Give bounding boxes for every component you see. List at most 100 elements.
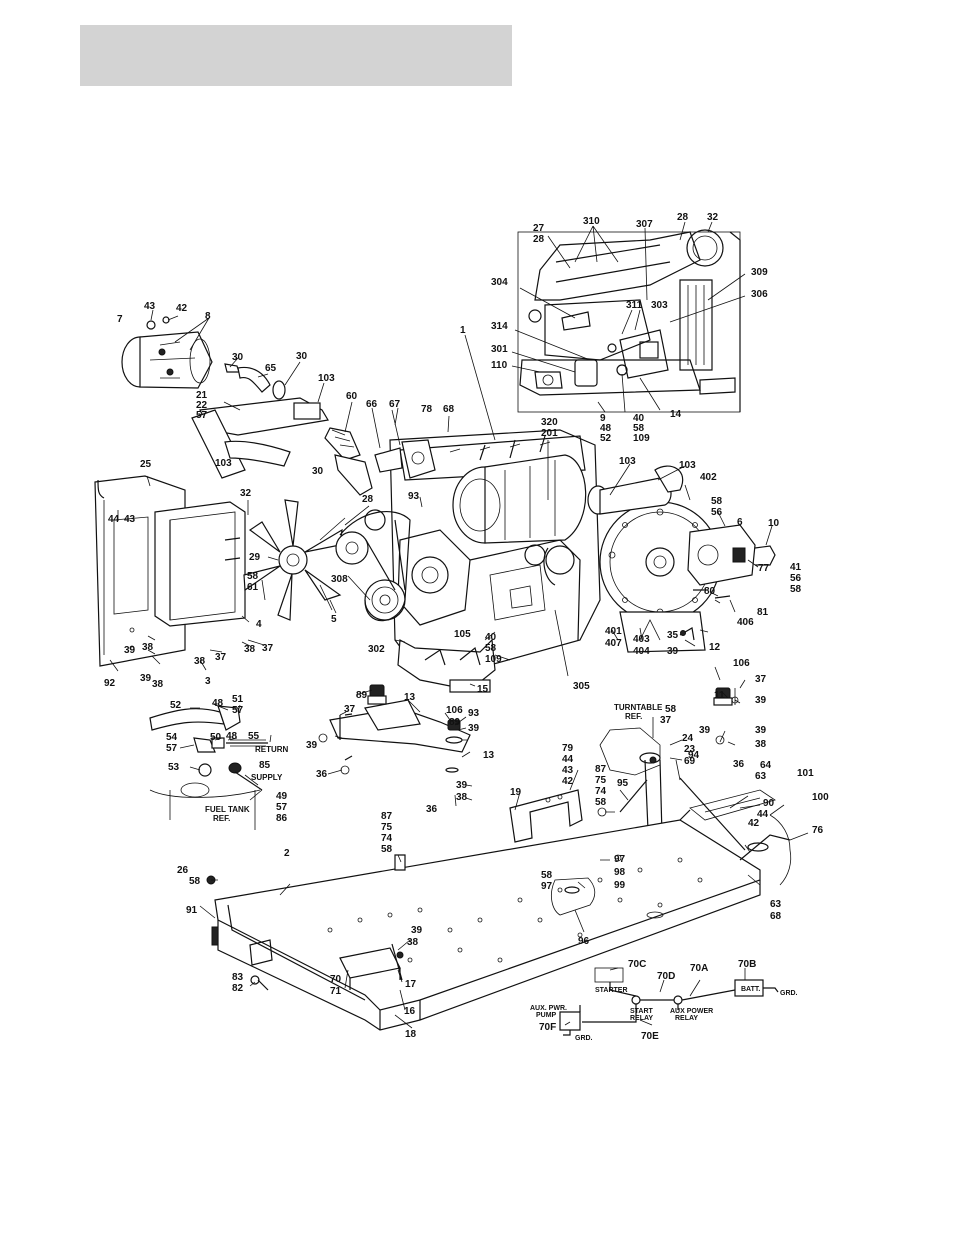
callout-67: 67 bbox=[389, 399, 401, 410]
callout-78: 78 bbox=[421, 404, 433, 415]
callout-103-a: 103 bbox=[318, 373, 335, 384]
callout-13-b: 13 bbox=[483, 750, 495, 761]
engine-block bbox=[335, 429, 601, 693]
turntable-ref bbox=[599, 727, 663, 836]
callout-55: 55 bbox=[248, 731, 260, 742]
callout-96: 96 bbox=[578, 936, 590, 947]
callout-70c: 70C bbox=[628, 959, 646, 970]
callout-52: 52 bbox=[170, 700, 182, 711]
callout-37-a: 37 bbox=[262, 643, 274, 654]
callout-39-d: 39 bbox=[755, 695, 767, 706]
callout-101: 101 bbox=[797, 768, 814, 779]
callout-38-e: 38 bbox=[755, 739, 767, 750]
callout-92: 92 bbox=[104, 678, 116, 689]
callout-39-c: 39 bbox=[140, 673, 152, 684]
batt-label: BATT. bbox=[741, 986, 760, 993]
callout-11: 11 bbox=[714, 690, 725, 701]
callout-314: 314 bbox=[491, 321, 508, 332]
start-relay-label-2: RELAY bbox=[630, 1015, 653, 1022]
callout-25: 25 bbox=[140, 459, 152, 470]
callout-13-a: 13 bbox=[404, 692, 416, 703]
callout-29: 29 bbox=[249, 552, 261, 563]
callout-42: 42 bbox=[176, 303, 188, 314]
callout-93-a: 93 bbox=[408, 491, 420, 502]
callout-308: 308 bbox=[331, 574, 348, 585]
turntable-ref-label: TURNTABLE bbox=[614, 703, 663, 712]
callout-93-b: 93 bbox=[468, 708, 480, 719]
callout-39-g: 39 bbox=[699, 725, 711, 736]
starter-label: STARTER bbox=[595, 987, 628, 994]
engine-mounts bbox=[318, 684, 739, 775]
callout-38-b: 38 bbox=[194, 656, 206, 667]
callout-77: 77 bbox=[758, 563, 770, 574]
callout-103-b: 103 bbox=[215, 458, 232, 469]
wiring-schematic bbox=[559, 967, 779, 1036]
callout-39-f: 39 bbox=[306, 740, 318, 751]
callout-28-inset: 28 bbox=[677, 212, 689, 223]
callout-66: 66 bbox=[366, 399, 378, 410]
callout-76: 76 bbox=[812, 825, 824, 836]
callout-37-b: 37 bbox=[215, 652, 227, 663]
callout-106-b: 106 bbox=[446, 705, 463, 716]
return-label: RETURN bbox=[255, 745, 289, 754]
callout-10: 10 bbox=[768, 518, 780, 529]
callout-16: 16 bbox=[404, 1006, 416, 1017]
callout-406: 406 bbox=[737, 617, 754, 628]
callout-19: 19 bbox=[510, 787, 522, 798]
callout-28: 28 bbox=[362, 494, 374, 505]
callout-85: 85 bbox=[259, 760, 271, 771]
callout-310: 310 bbox=[583, 216, 600, 227]
callout-304: 304 bbox=[491, 277, 508, 288]
callout-70f: 70F bbox=[539, 1022, 556, 1033]
callout-103-c: 103 bbox=[619, 456, 636, 467]
callout-37-c: 37 bbox=[344, 704, 356, 715]
callout-30-b: 30 bbox=[296, 351, 308, 362]
callout-81: 81 bbox=[757, 607, 769, 618]
callout-58: 58 bbox=[189, 876, 201, 887]
callout-68: 68 bbox=[443, 404, 455, 415]
air-cleaner bbox=[121, 316, 373, 496]
callout-30-a: 30 bbox=[232, 352, 244, 363]
callout-39-e: 39 bbox=[468, 723, 480, 734]
callout-36-b: 36 bbox=[316, 769, 328, 780]
callout-70a: 70A bbox=[690, 963, 708, 974]
callout-6: 6 bbox=[737, 517, 743, 528]
callout-303: 303 bbox=[651, 300, 668, 311]
callout-100: 100 bbox=[812, 792, 829, 803]
callout-309: 309 bbox=[751, 267, 768, 278]
ground-label-left: GRD. bbox=[575, 1035, 593, 1042]
callout-307: 307 bbox=[636, 219, 653, 230]
fuel-tank-ref-label-2: REF. bbox=[213, 814, 230, 823]
callout-14: 14 bbox=[670, 409, 682, 420]
base-frame bbox=[206, 777, 792, 1031]
flywheel-housing bbox=[587, 465, 776, 653]
callout-38-c: 38 bbox=[244, 644, 256, 655]
callout-39-h: 39 bbox=[456, 780, 468, 791]
callout-17: 17 bbox=[405, 979, 417, 990]
callout-12: 12 bbox=[709, 642, 721, 653]
aux-pwr-pump-label-2: PUMP bbox=[536, 1012, 557, 1019]
callout-302: 302 bbox=[368, 644, 385, 655]
callout-1: 1 bbox=[460, 325, 466, 336]
callout-53: 53 bbox=[168, 762, 180, 773]
header-band bbox=[80, 25, 512, 86]
callout-35: 35 bbox=[667, 630, 679, 641]
callout-95: 95 bbox=[617, 778, 629, 789]
callout-26: 26 bbox=[177, 865, 189, 876]
callout-306: 306 bbox=[751, 289, 768, 300]
callout-91: 91 bbox=[186, 905, 198, 916]
turntable-ref-label-2: REF. bbox=[625, 712, 642, 721]
